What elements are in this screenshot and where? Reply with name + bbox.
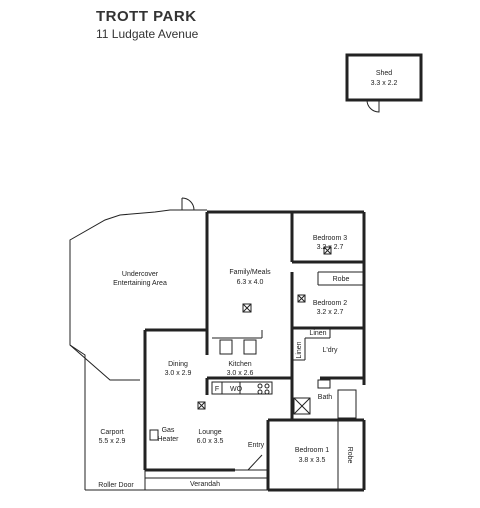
verandah-outline <box>145 477 268 491</box>
wall-oven-label: WO <box>230 386 243 393</box>
bedroom2-label: Bedroom 2 <box>313 300 347 307</box>
entry-label: Entry <box>248 442 265 449</box>
kitchen-label: Kitchen <box>228 361 251 368</box>
kitchen-fixtures <box>207 339 273 395</box>
kitchen-size: 3.0 x 2.6 <box>227 370 254 377</box>
shed-size: 3.3 x 2.2 <box>371 80 398 87</box>
dining-label: Dining <box>168 361 188 368</box>
shed-outline <box>345 53 423 113</box>
carport-outline <box>84 380 146 491</box>
address-subtitle: 11 Ludgate Avenue <box>96 27 199 41</box>
undercover-label-2: Entertaining Area <box>113 280 167 287</box>
family-size: 6.3 x 4.0 <box>237 279 264 286</box>
linen-upper-label: Linen <box>309 330 326 337</box>
lounge-size: 6.0 x 3.5 <box>197 438 224 445</box>
fridge-label: F <box>215 386 219 393</box>
carport-size: 5.5 x 2.9 <box>99 438 126 445</box>
shed-label: Shed <box>376 70 392 77</box>
bedroom2-size: 3.2 x 2.7 <box>317 309 344 316</box>
undercover-outline <box>69 197 207 381</box>
plan-header: TROTT PARK 11 Ludgate Avenue <box>96 8 198 41</box>
gas-heater-label-2: Heater <box>157 436 179 443</box>
linen-side-label: Linen <box>296 341 303 358</box>
carport-label: Carport <box>100 429 123 436</box>
bedroom3-size: 3.2 x 2.7 <box>317 244 344 251</box>
bedroom1-label: Bedroom 1 <box>295 447 329 454</box>
gas-heater-label: Gas <box>162 427 175 434</box>
family-label: Family/Meals <box>229 269 271 276</box>
bath-label: Bath <box>318 394 333 401</box>
bedroom3-label: Bedroom 3 <box>313 235 347 242</box>
bedroom1-size: 3.8 x 3.5 <box>299 457 326 464</box>
lounge-label: Lounge <box>198 429 221 436</box>
ceiling-markers <box>149 246 332 441</box>
robe-side-label: Robe <box>346 447 353 464</box>
page-title: TROTT PARK <box>96 8 197 25</box>
dining-size: 3.0 x 2.9 <box>165 370 192 377</box>
robe-top-label: Robe <box>333 276 350 283</box>
roller-door-label: Roller Door <box>98 482 134 489</box>
laundry-label: L'dry <box>323 347 338 354</box>
undercover-label: Undercover <box>122 271 159 278</box>
verandah-label: Verandah <box>190 481 220 488</box>
